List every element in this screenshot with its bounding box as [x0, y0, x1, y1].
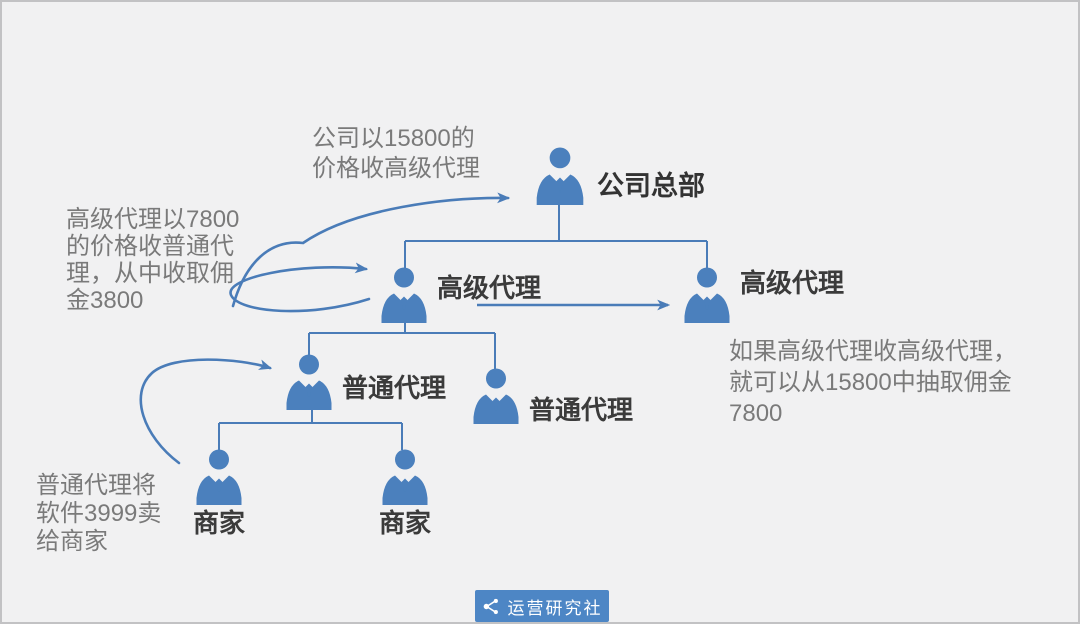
node-merchant-left-label: 商家 [193, 508, 246, 538]
org-tree-connectors [218, 204, 708, 450]
annotation-line: 给商家 [36, 528, 108, 555]
person-icon [535, 147, 585, 205]
node-merchant-left: 商家 [193, 449, 245, 538]
person-icon [380, 267, 428, 323]
person-icon [381, 449, 429, 505]
annotation-line: 公司以15800的 [312, 125, 475, 152]
annotation-regular-sells-software: 普通代理将 软件3999卖 给商家 [36, 472, 161, 556]
arrow-to-senior-agent [229, 262, 371, 313]
node-regular-agent-right-label: 普通代理 [529, 395, 634, 425]
annotation-line: 就可以从15800中抽取佣金 [729, 369, 1012, 396]
annotation-line: 普通代理将 [36, 472, 156, 499]
node-senior-agent-right-label: 高级代理 [740, 268, 845, 298]
annotation-line: 理，从中收取佣 [66, 260, 234, 287]
person-icon [683, 267, 731, 323]
annotation-senior-recruits-senior: 如果高级代理收高级代理， 就可以从15800中抽取佣金 7800 [729, 336, 1017, 429]
annotation-line: 7800 [729, 400, 783, 427]
node-company-hq: 公司总部 [535, 147, 705, 205]
person-icon [472, 368, 520, 424]
logo-text: 运营研究社 [507, 598, 603, 618]
node-regular-agent-right: 普通代理 [472, 368, 633, 425]
annotation-line: 高级代理以7800 [66, 206, 240, 233]
node-merchant-right-label: 商家 [379, 508, 432, 538]
node-senior-agent-left: 高级代理 [380, 267, 541, 323]
person-icon [195, 449, 243, 505]
node-senior-agent-left-label: 高级代理 [437, 273, 542, 303]
annotation-line: 的价格收普通代 [66, 233, 234, 260]
annotation-line: 价格收高级代理 [312, 155, 480, 182]
share-icon [483, 598, 498, 614]
node-regular-agent-left: 普通代理 [285, 354, 446, 410]
annotation-line: 如果高级代理收高级代理， [729, 338, 1017, 365]
node-regular-agent-left-label: 普通代理 [342, 373, 447, 403]
annotation-senior-recruit-commission: 高级代理以7800 的价格收普通代 理，从中收取佣 金3800 [66, 206, 239, 314]
person-icon [285, 354, 333, 410]
node-company-hq-label: 公司总部 [597, 171, 705, 201]
annotation-line: 软件3999卖 [36, 500, 162, 527]
node-senior-agent-right: 高级代理 [683, 267, 844, 323]
node-merchant-right: 商家 [379, 449, 431, 538]
logo-badge: 运营研究社 [475, 590, 609, 622]
arrow-to-regular-agent [139, 358, 273, 465]
annotation-hq-recruit-price: 公司以15800的 价格收高级代理 [312, 124, 480, 184]
arrow-to-company-hq [231, 192, 511, 308]
annotation-line: 金3800 [66, 287, 144, 314]
